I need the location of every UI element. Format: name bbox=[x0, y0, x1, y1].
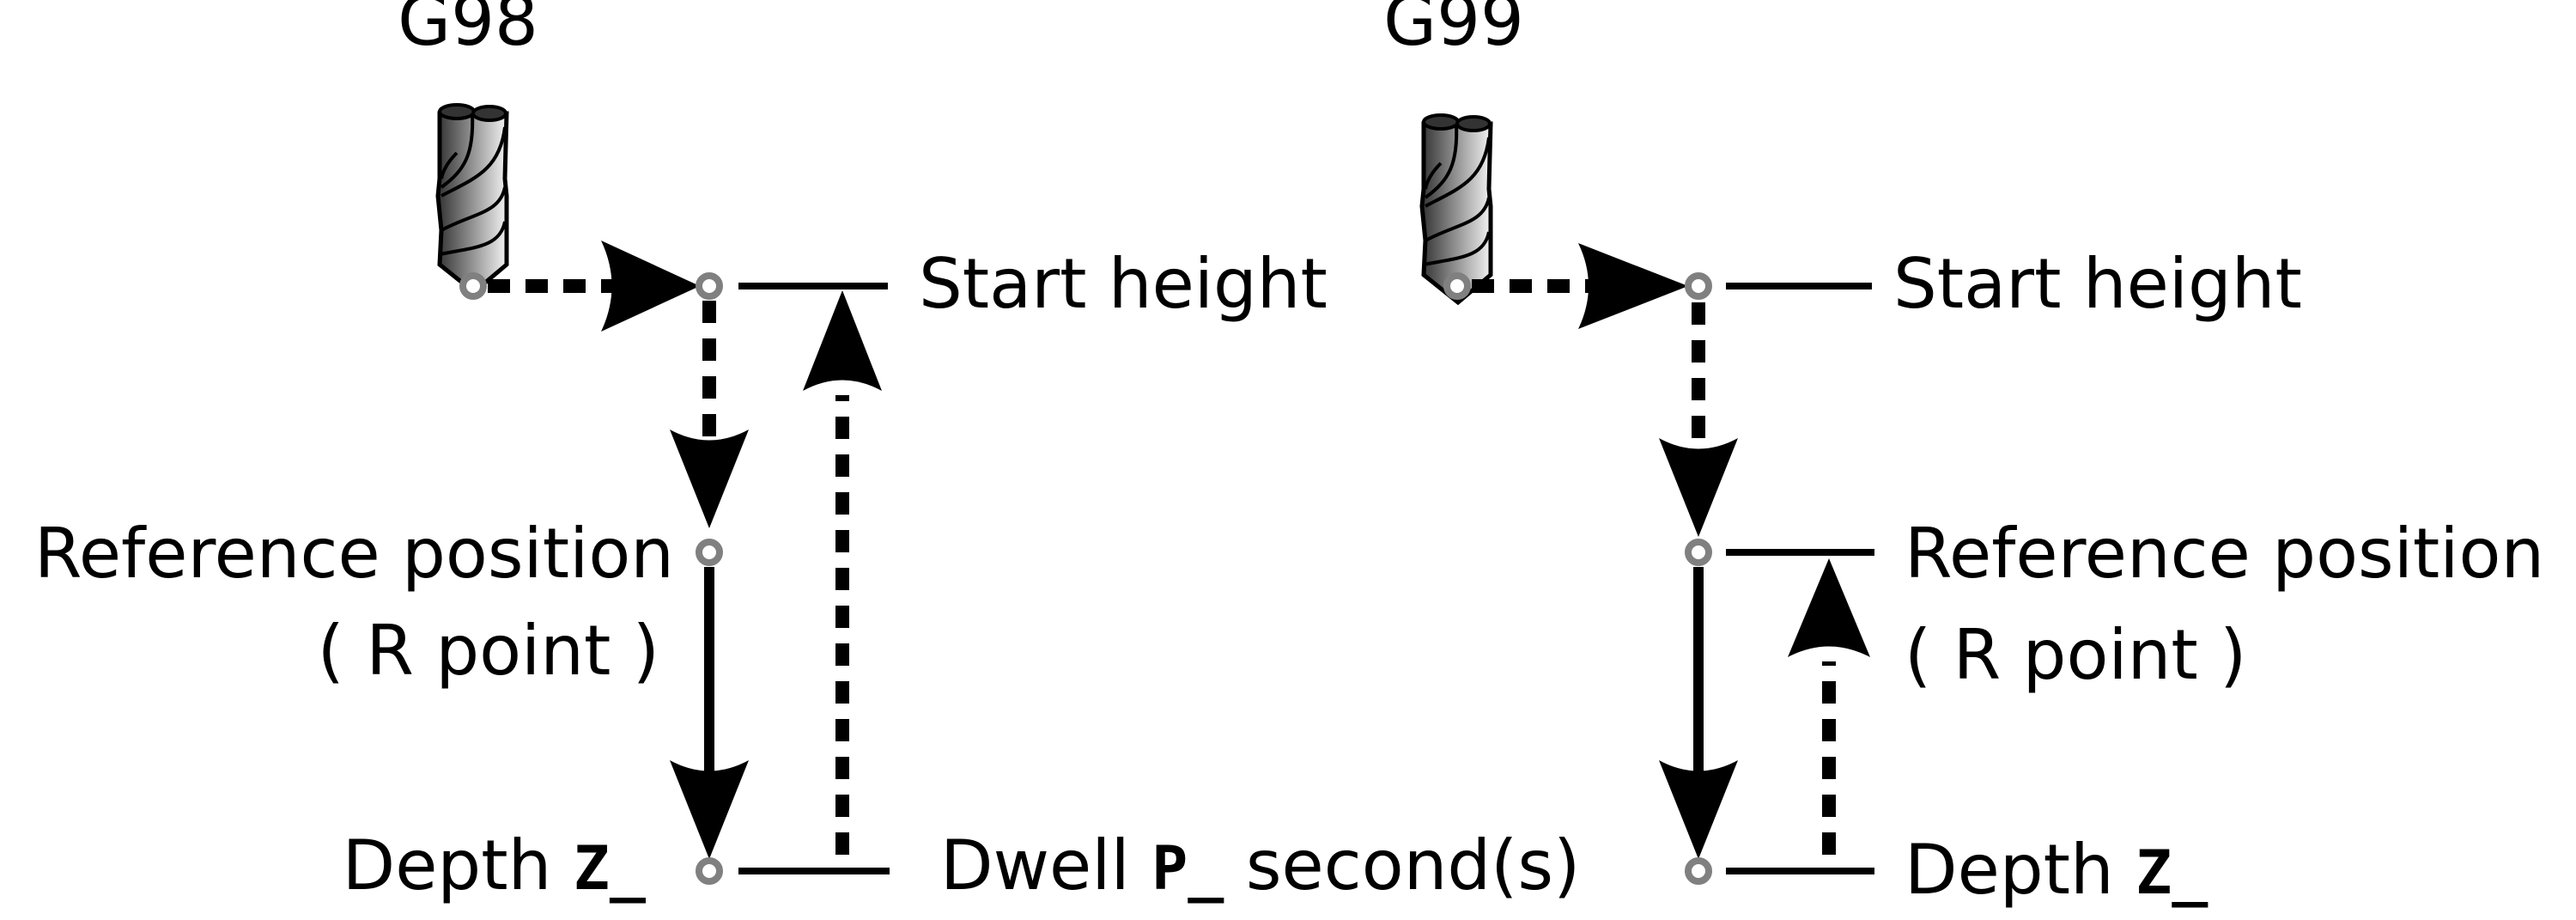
start-height-point bbox=[696, 272, 723, 300]
arrowhead-down bbox=[670, 430, 749, 528]
depth-label: Depth Z_ bbox=[1905, 830, 2208, 910]
g99-title: G99 bbox=[1383, 0, 1524, 61]
arrowhead-right bbox=[1578, 243, 1688, 329]
r-point-label: ( R point ) bbox=[1905, 615, 2246, 695]
depth-label: Depth Z_ bbox=[343, 826, 647, 905]
initial-point-marker bbox=[459, 272, 487, 300]
arrowhead-down bbox=[1659, 760, 1738, 859]
reference-position-label: Reference position bbox=[1905, 514, 2544, 594]
arrowhead-up bbox=[803, 290, 882, 391]
depth-point-marker bbox=[1685, 857, 1712, 885]
depth-point-marker bbox=[696, 857, 723, 885]
reference-position-label: Reference position bbox=[34, 514, 674, 594]
initial-point-marker bbox=[1443, 272, 1471, 300]
start-height-label: Start height bbox=[919, 244, 1327, 324]
start-height-label: Start height bbox=[1893, 244, 2302, 324]
r-point-marker bbox=[1685, 539, 1712, 566]
r-point-label: ( R point ) bbox=[318, 611, 659, 691]
end-mill-tool-icon bbox=[438, 105, 507, 292]
arrowhead-down bbox=[670, 760, 749, 859]
g98-panel: G98 Start height Reference position ( R … bbox=[34, 0, 1580, 905]
arrowhead-up bbox=[1788, 558, 1870, 657]
arrowhead-down bbox=[1659, 438, 1738, 537]
g98-title: G98 bbox=[398, 0, 538, 61]
dwell-label: Dwell P_ second(s) bbox=[940, 826, 1580, 905]
g99-panel: G99 Start height Reference position ( R … bbox=[1383, 0, 2544, 910]
r-point-marker bbox=[696, 539, 723, 566]
start-height-point bbox=[1685, 272, 1712, 300]
arrowhead-right bbox=[601, 241, 700, 332]
